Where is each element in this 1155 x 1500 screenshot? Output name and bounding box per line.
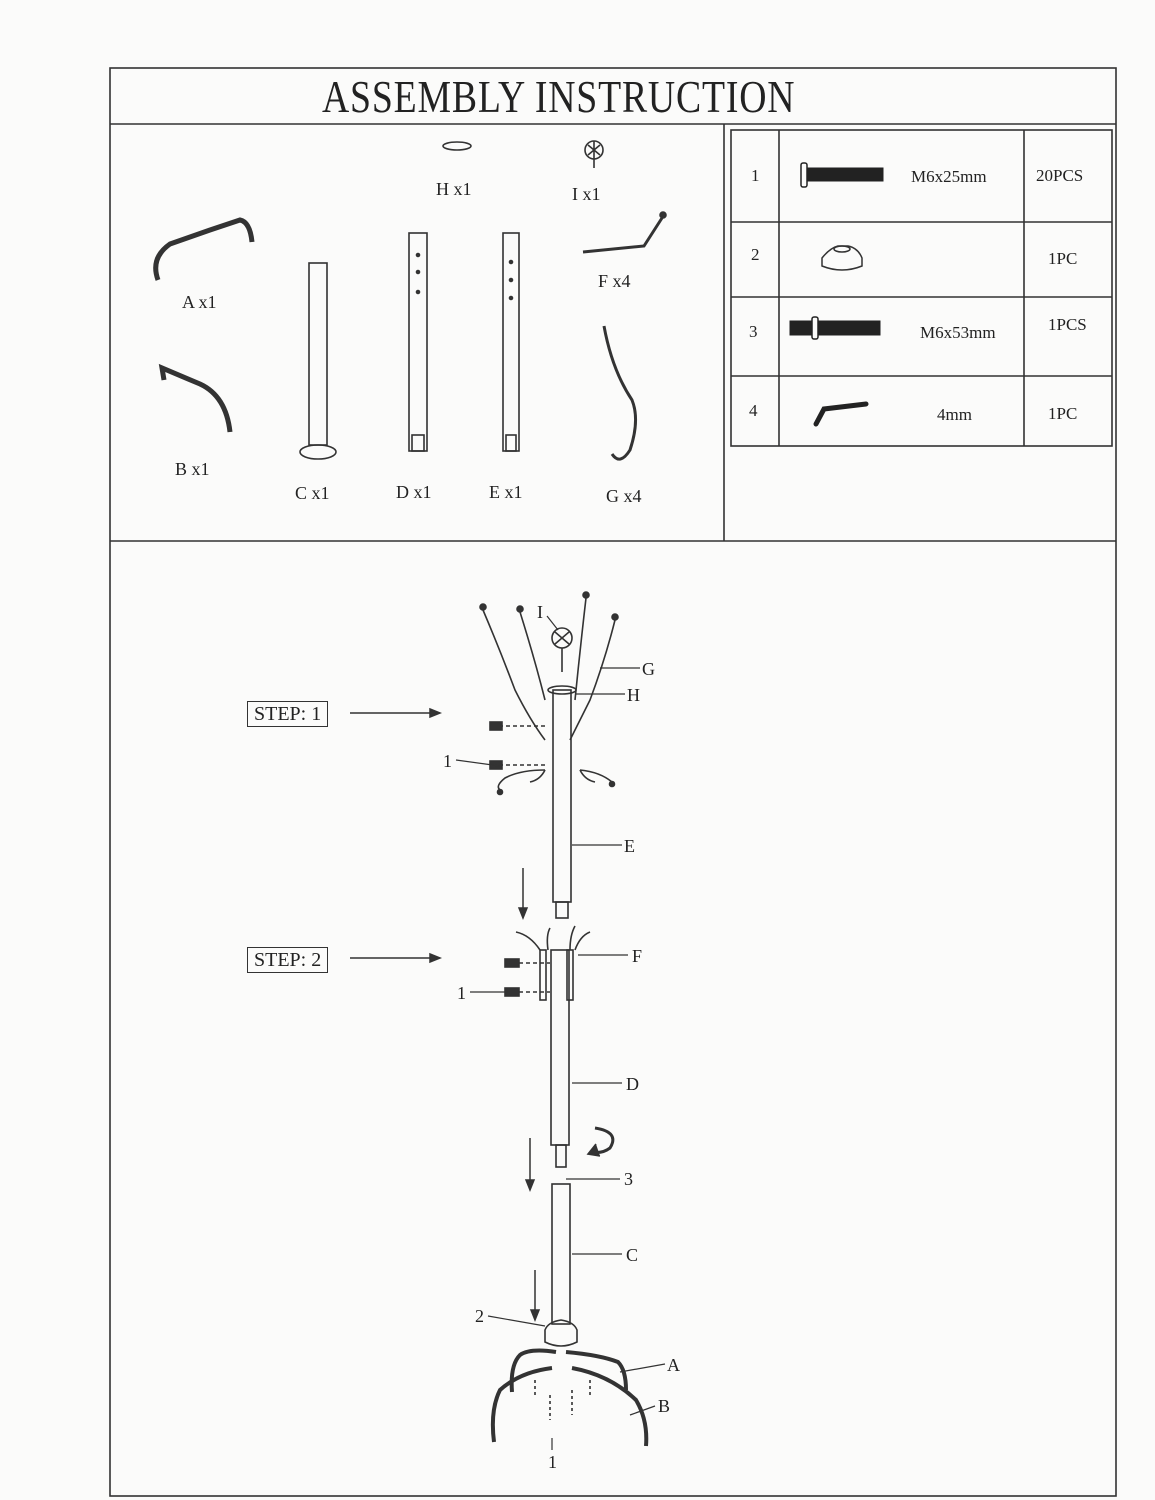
hardware-num-4: 4 [749, 401, 758, 420]
hardware-num-2: 2 [751, 245, 760, 264]
callout-g: G [642, 659, 655, 679]
part-label-b: B x1 [175, 459, 210, 479]
callout-c: C [626, 1245, 639, 1265]
outer-frame [109, 67, 1117, 1497]
part-b-leg [158, 363, 233, 433]
part-label-f: F x4 [598, 271, 631, 291]
part-label-a: A x1 [182, 292, 217, 312]
hardware-table-frame [730, 129, 1113, 447]
hardware-spec-3: M6x53mm [920, 323, 996, 342]
callout-d: D [626, 1074, 639, 1094]
allen-key-icon [813, 401, 869, 427]
hardware-qty-1: 20PCS [1036, 166, 1084, 185]
part-f-hook [582, 217, 664, 254]
hardware-spec-4: 4mm [937, 405, 972, 424]
callout-1-step2: 1 [457, 983, 466, 1003]
bolt-m6x25-icon [800, 162, 884, 188]
hardware-qty-3: 1PCS [1048, 315, 1087, 334]
hardware-spec-1: M6x25mm [911, 167, 987, 186]
step-1-label: STEP: 1 [247, 701, 329, 727]
part-c-pole [299, 262, 337, 460]
callout-3: 3 [624, 1169, 633, 1189]
callout-f: F [632, 946, 643, 966]
cup-washer-icon [821, 245, 863, 271]
part-i-finial [584, 140, 604, 168]
hardware-num-1: 1 [751, 166, 760, 185]
hardware-qty-4: 1PC [1048, 404, 1078, 423]
step-2-label: STEP: 2 [247, 947, 329, 973]
part-a-leg [153, 217, 255, 281]
callout-1-base: 1 [548, 1452, 557, 1472]
part-label-h: H x1 [436, 179, 472, 199]
callout-e: E [624, 836, 635, 856]
hardware-num-3: 3 [749, 322, 758, 341]
bolt-m6x53-icon [789, 316, 881, 340]
hardware-qty-2: 1PC [1048, 249, 1078, 268]
callout-i: I [537, 602, 543, 622]
page-title: ASSEMBLY INSTRUCTION [322, 71, 796, 122]
callout-h: H [627, 685, 640, 705]
part-label-d: D x1 [396, 482, 432, 502]
part-label-c: C x1 [295, 483, 330, 503]
part-g-hook [602, 325, 637, 461]
part-label-e: E x1 [489, 482, 523, 502]
part-label-g: G x4 [606, 486, 642, 506]
part-e-pole [502, 232, 520, 452]
callout-2: 2 [475, 1306, 484, 1326]
part-h-washer [442, 141, 472, 151]
callout-b: B [658, 1396, 671, 1416]
callout-a: A [667, 1355, 680, 1375]
callout-1-step1: 1 [443, 751, 452, 771]
part-d-pole [408, 232, 428, 452]
assembly-diagram [479, 591, 649, 1447]
part-label-i: I x1 [572, 184, 601, 204]
